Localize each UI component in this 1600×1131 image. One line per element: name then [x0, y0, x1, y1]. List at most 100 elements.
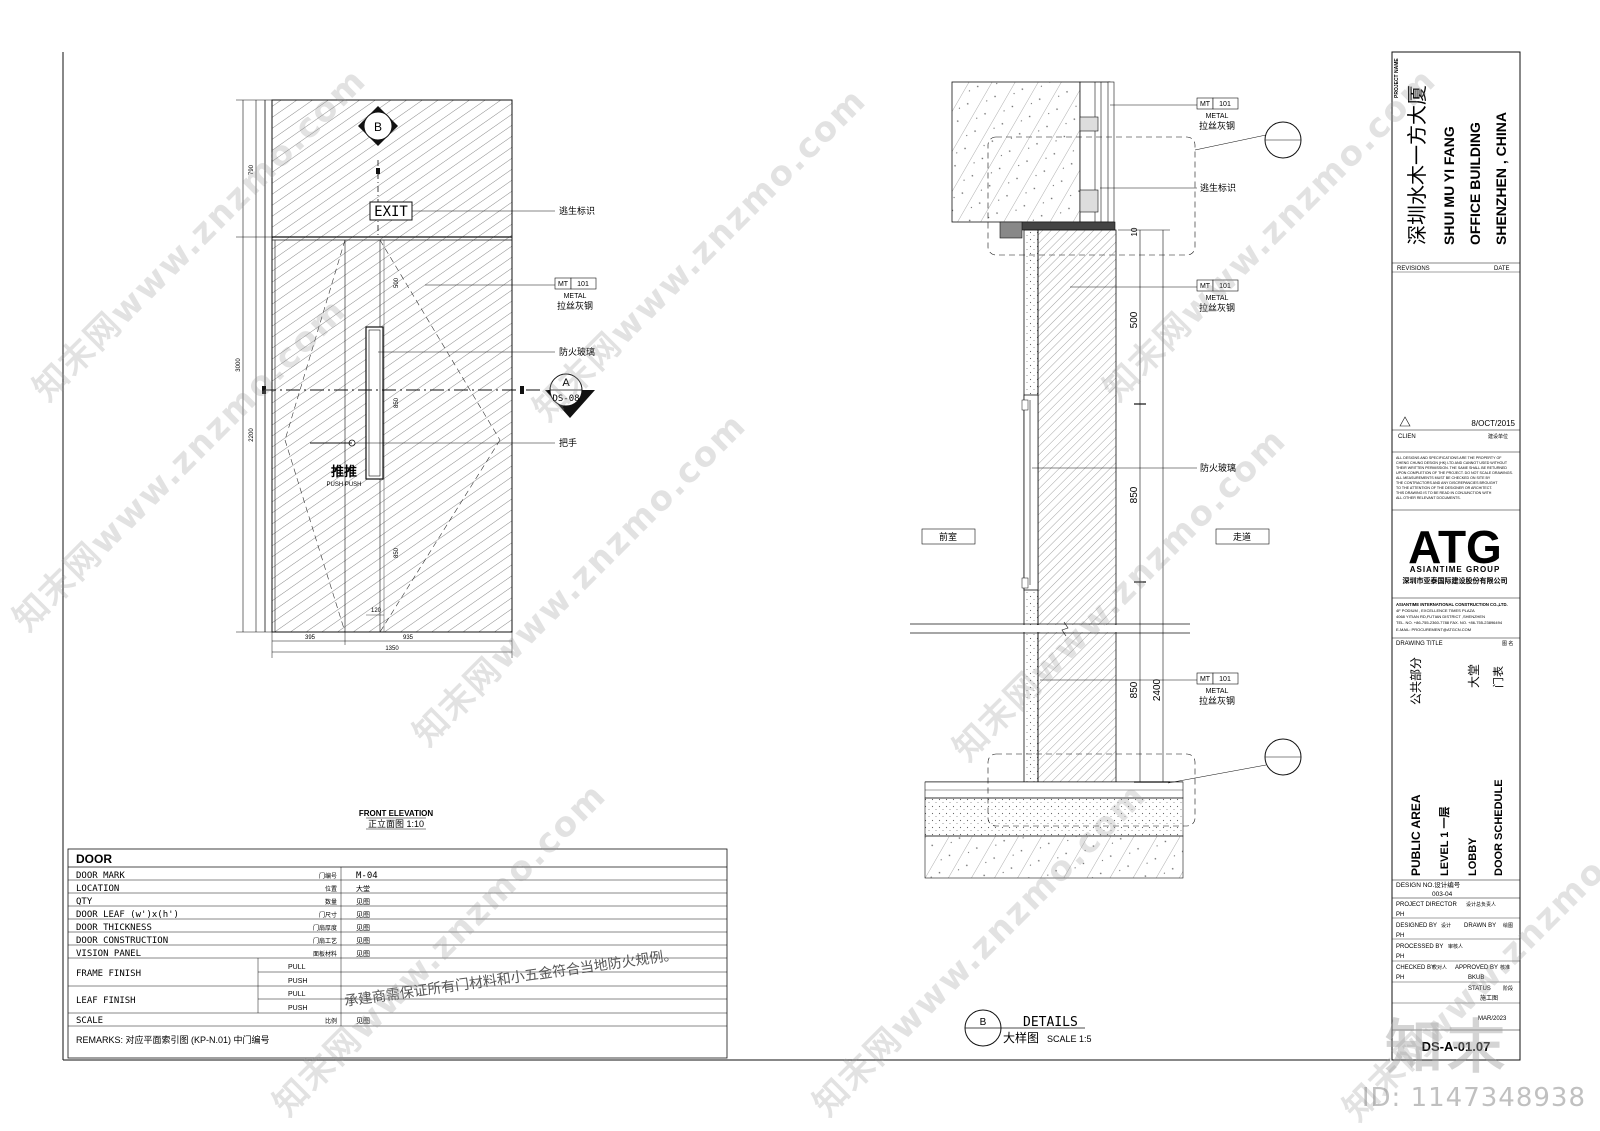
tb-title-cn-3: 门表: [1491, 666, 1505, 688]
detail-mt-top-num-box: [1212, 97, 1239, 110]
room-left: 前室: [939, 531, 957, 542]
push-text-cn: 推推: [331, 464, 357, 479]
tb-design-no: DESIGN NO.设计编号: [1396, 880, 1461, 889]
tb-checked-by: CHECKED BY: [1396, 965, 1435, 971]
dim-500: 500: [394, 277, 400, 288]
mt-tag-num-box: [570, 277, 597, 290]
detail-mt-mid-material: 拉丝灰钢: [1199, 302, 1235, 313]
callout-b-letter: B: [374, 120, 382, 134]
tb-company-1: 4F PODIUM , EXCELLENCE TIMES PLAZA: [1396, 608, 1475, 613]
detail-mt-low-num: 101: [1219, 676, 1231, 683]
detail-mt-top-code: MT: [1200, 101, 1211, 108]
dim-850-b: 850: [394, 547, 400, 558]
tb-project-en-3: SHENZHEN , CHINA: [1493, 112, 1509, 245]
row-construction-label: DOOR CONSTRUCTION: [76, 936, 168, 946]
tb-drawn-by-cn: 绘图: [1503, 922, 1513, 929]
room-left-box: [921, 528, 976, 545]
title-block-frame: [1391, 51, 1521, 1061]
row-door-mark-cn: 门编号: [319, 872, 337, 880]
tb-status-value: 施工图: [1480, 994, 1498, 1002]
front-elevation: [262, 99, 540, 633]
detail-title: DETAILS: [1023, 1015, 1078, 1030]
mt-tag-num: 101: [577, 281, 589, 288]
tb-disclaimer-7: THIS DRAWING IS TO BE READ IN CONJUNCTIO…: [1396, 491, 1492, 495]
dim-790: 790: [249, 164, 255, 175]
tb-company-3: TEL. NO. +86-755-2360-7788 FAX. NO. +86-…: [1396, 620, 1503, 625]
detail-dim-10: 10: [1130, 227, 1139, 236]
schedule-note: 承建商需保证所有门材料和小五金符合当地防火规例。: [343, 947, 678, 1010]
detail-section: [910, 81, 1196, 879]
dim-3000: 3000: [236, 358, 242, 372]
tb-date-value: MAR/2023: [1478, 1016, 1507, 1022]
detail-callout-markers: [1167, 121, 1302, 784]
detail-mt-low-num-box: [1212, 672, 1239, 685]
front-elevation-title: FRONT ELEVATION: [359, 809, 434, 818]
detail-label-glass: 防火玻璃: [1200, 462, 1236, 473]
door-schedule-grid: [67, 848, 728, 1059]
tb-ph-1: PH: [1396, 912, 1404, 918]
detail-dim-850-b: 850: [1129, 681, 1140, 698]
dim-935: 935: [403, 635, 414, 641]
leaf-push: PUSH: [288, 1005, 307, 1012]
row-leaf-cn: 门尺寸: [319, 911, 337, 919]
dim-2200: 2200: [249, 428, 255, 442]
exit-sign: EXIT: [374, 204, 408, 220]
frame-push: PUSH: [288, 978, 307, 985]
row-location-label: LOCATION: [76, 884, 119, 894]
tb-processed-by: PROCESSED BY: [1396, 944, 1443, 950]
tb-project-en-2: OFFICE BUILDING: [1467, 122, 1483, 245]
tb-approved-by-cn: 核准: [1500, 964, 1510, 971]
row-construction-value: 见图: [356, 937, 370, 945]
tb-disclaimer-2: THEIR WRITTEN PERMISSION. THE SAME SHALL…: [1396, 466, 1507, 470]
detail-mt-low-code: MT: [1200, 676, 1211, 683]
leaf-pull: PULL: [288, 991, 306, 998]
row-door-mark-label: DOOR MARK: [76, 871, 125, 881]
tb-company-0: ASIANTIME INTERNATIONAL CONSTRUCTION CO.…: [1396, 602, 1508, 607]
tb-disclaimer-4: ALL MEASUREMENTS MUST BE CHECKED ON SITE…: [1396, 476, 1491, 480]
detail-mt-top-num: 101: [1219, 101, 1231, 108]
callout-b-marker: [358, 106, 398, 146]
frame-finish-label: FRAME FINISH: [76, 969, 141, 979]
tb-disclaimer-0: ALL DESIGNS AND SPECIFICATIONS ARE THE P…: [1396, 456, 1502, 460]
tb-title-en-4: DOOR SCHEDULE: [1493, 779, 1505, 876]
row-vision-label: VISION PANEL: [76, 949, 141, 959]
row-thickness-value: 见图: [356, 924, 370, 932]
row-qty-label: QTY: [76, 897, 93, 907]
dim-120: 120: [371, 608, 382, 614]
row-location-value: 大堂: [356, 884, 370, 893]
remarks: REMARKS: 对应平面索引图 (KP-N.01) 中门编号: [76, 1034, 270, 1045]
row-qty-value: 见图: [356, 898, 370, 906]
detail-mt-mid-num-box: [1212, 279, 1239, 292]
row-construction-cn: 门扇工艺: [313, 937, 337, 945]
mt-tag-material: 拉丝灰钢: [557, 300, 593, 311]
tb-designed-by: DESIGNED BY: [1396, 923, 1437, 929]
tb-company-4: E-MAIL: PROCUREMENT@ATGCN.COM: [1396, 627, 1471, 632]
watermark-brand: 知末: [1385, 1013, 1510, 1081]
row-thickness-label: DOOR THICKNESS: [76, 923, 152, 933]
detail-dim-850-a: 850: [1129, 486, 1140, 503]
watermark-id: ID: 1147348938: [1361, 1083, 1586, 1113]
tb-disclaimer-1: CHENG CHUNG DESIGN (HK) LTD AND CANNOT U…: [1396, 461, 1508, 465]
tb-title-cn-1: 公共部分: [1408, 657, 1423, 705]
tb-rev-date: 8/OCT/2015: [1471, 419, 1515, 428]
tb-ph-2: PH: [1396, 933, 1404, 939]
detail-scale: SCALE 1:5: [1047, 1034, 1092, 1044]
row-leaf-label: DOOR LEAF (w')x(h'): [76, 910, 179, 920]
row-vision-cn: 面板材料: [313, 950, 337, 958]
tb-logo-cn: 深圳市亚泰国际建设股份有限公司: [1403, 576, 1508, 585]
tb-project-director-cn: 设计总负责人: [1466, 901, 1496, 908]
tb-ph-4: PH: [1396, 975, 1404, 981]
tb-project-director: PROJECT DIRECTOR: [1396, 902, 1457, 908]
tb-designed-by-cn: 设计: [1441, 922, 1451, 929]
label-fire-glass: 防火玻璃: [559, 346, 595, 357]
label-handle: 把手: [559, 437, 577, 448]
row-location-cn: 位置: [325, 885, 337, 893]
scale-value: 见图: [356, 1017, 370, 1025]
scale-cn: 比例: [325, 1017, 337, 1025]
section-a-sheet: DS-08: [552, 394, 579, 404]
tb-project-name-label: PROJECT NAME: [1394, 58, 1400, 98]
row-door-mark-value: M-04: [356, 871, 378, 881]
tb-disclaimer-6: TO THE ATTENTION OF THE DESIGNER OR ARCH…: [1396, 486, 1492, 490]
tb-ph-3: PH: [1396, 954, 1404, 960]
